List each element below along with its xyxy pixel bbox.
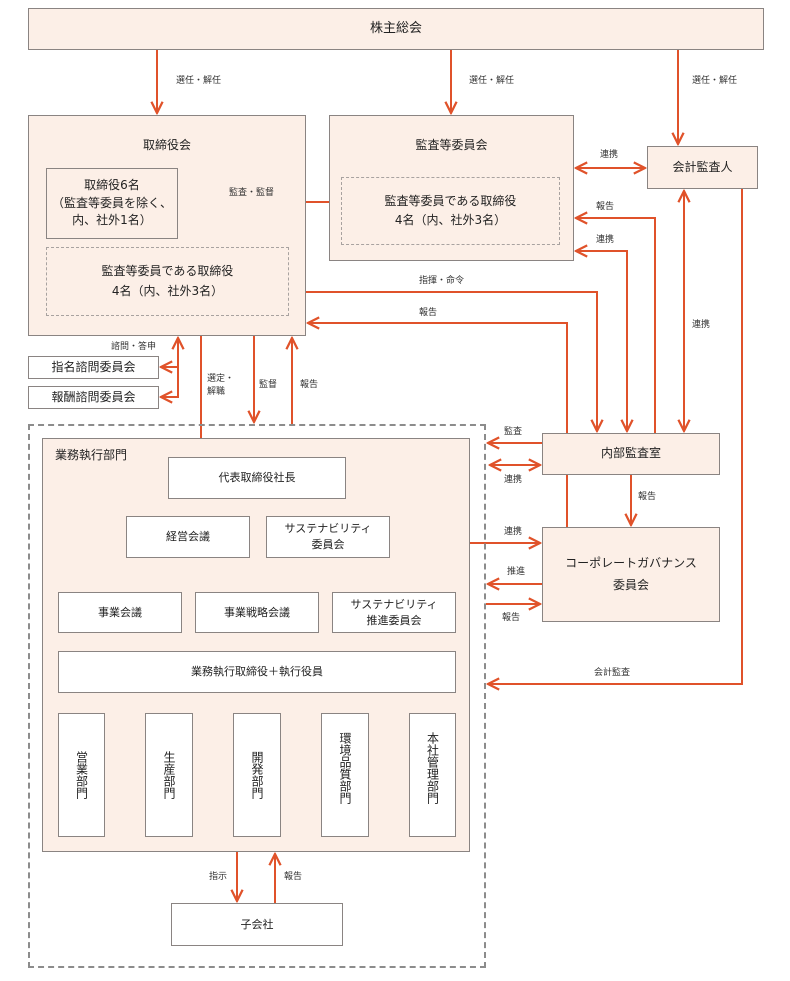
label-consult-report: 諮問・答申 xyxy=(111,342,157,352)
president-label: 代表取締役社長 xyxy=(218,471,296,485)
governance-committee-line-2: 委員会 xyxy=(612,577,649,592)
executives-box: 業務執行取締役＋執行役員 xyxy=(58,651,456,693)
audit-committee-members-line-1: 監査等委員である取締役 xyxy=(384,193,517,208)
department-label: 本社管理部門 xyxy=(425,732,440,804)
audit-committee-members-box: 監査等委員である取締役 4名（内、社外3名） xyxy=(341,177,560,245)
sustainability-promotion-line-1: サステナビリティ xyxy=(350,597,438,611)
arrow-ia-report-board xyxy=(308,323,568,433)
shareholders-meeting: 株主総会 xyxy=(28,8,764,50)
shareholders-meeting-label: 株主総会 xyxy=(369,20,422,36)
sustainability-committee-line-2: 委員会 xyxy=(311,538,345,551)
label-report-exec-board: 報告 xyxy=(300,380,319,390)
business-strategy-meeting-box: 事業戦略会議 xyxy=(195,592,319,633)
audit-committee-label: 監査等委員会 xyxy=(415,138,488,152)
label-report-sub: 報告 xyxy=(284,872,303,882)
sustainability-committee-box: サステナビリティ 委員会 xyxy=(266,516,390,558)
department-production: 生産部門 xyxy=(145,713,193,837)
sustainability-promotion-line-2: 推進委員会 xyxy=(366,613,422,627)
management-meeting-box: 経営会議 xyxy=(126,516,250,558)
department-headquarters: 本社管理部門 xyxy=(409,713,456,837)
accounting-auditor-label: 会計監査人 xyxy=(672,159,733,174)
board-audit-members-line-1: 監査等委員である取締役 xyxy=(101,264,234,279)
label-report-exec-gc: 報告 xyxy=(502,613,521,623)
arrow-consult xyxy=(161,338,178,397)
department-label: 開発部門 xyxy=(250,751,264,799)
label-report-ia-gc: 報告 xyxy=(638,492,657,502)
department-sales: 営業部門 xyxy=(58,713,105,837)
internal-audit-label: 内部監査室 xyxy=(600,446,661,461)
department-development: 開発部門 xyxy=(233,713,281,837)
sustainability-committee-line-1: サステナビリティ xyxy=(284,522,372,536)
compensation-committee: 報酬諮問委員会 xyxy=(28,386,159,409)
label-command-order: 指揮・命令 xyxy=(419,276,465,286)
label-report-ia-ac: 報告 xyxy=(596,202,615,212)
label-elect-dismiss-board: 選任・解任 xyxy=(176,76,222,86)
label-promote: 推進 xyxy=(507,567,526,577)
label-accounting-audit: 会計監査 xyxy=(594,668,631,678)
nomination-committee: 指名諮問委員会 xyxy=(28,356,159,379)
subsidiaries-label: 子会社 xyxy=(240,917,274,931)
label-supervise: 監督 xyxy=(259,380,278,390)
label-elect-dismiss-audit: 選任・解任 xyxy=(469,76,515,86)
business-strategy-meeting-label: 事業戦略会議 xyxy=(224,605,290,619)
department-quality: 環境品質部門 xyxy=(321,713,369,837)
directors-line-2: （監査等委員を除く、 xyxy=(51,195,172,210)
arrow-ac-ia-cooperate xyxy=(576,251,627,431)
governance-committee-line-1: コーポレートガバナンス xyxy=(565,555,697,570)
audit-committee: 監査等委員会 xyxy=(329,115,574,261)
business-meeting-label: 事業会議 xyxy=(98,605,142,619)
board-audit-members-box: 監査等委員である取締役 4名（内、社外3名） xyxy=(46,247,289,316)
sustainability-promotion-box: サステナビリティ 推進委員会 xyxy=(332,592,456,633)
compensation-committee-label: 報酬諮問委員会 xyxy=(51,389,136,404)
label-cooperate-auditor: 連携 xyxy=(600,150,619,160)
directors-box: 取締役6名 （監査等委員を除く、 内、社外1名） xyxy=(46,168,178,239)
board-audit-members-line-2: 4名（内、社外3名） xyxy=(111,283,224,298)
label-audit-supervise: 監査・監督 xyxy=(229,188,275,198)
internal-audit-office: 内部監査室 xyxy=(542,433,720,475)
executives-label: 業務執行取締役＋執行役員 xyxy=(191,665,323,679)
arrow-command xyxy=(306,291,597,431)
board-label: 取締役会 xyxy=(142,138,191,152)
label-cooperate-auditor-ia: 連携 xyxy=(692,320,711,330)
execution-group-boundary xyxy=(28,424,486,968)
directors-line-1: 取締役6名 xyxy=(84,178,140,193)
label-cooperate-ia-ac: 連携 xyxy=(596,235,615,245)
department-label: 営業部門 xyxy=(74,751,89,799)
label-audit-ia-exec: 監査 xyxy=(504,427,523,437)
label-appoint-dismiss-2: 解職 xyxy=(207,387,226,397)
subsidiaries-box: 子会社 xyxy=(171,903,343,946)
management-meeting-label: 経営会議 xyxy=(166,530,210,544)
label-appoint-dismiss-1: 選定・ xyxy=(207,374,235,384)
directors-line-3: 内、社外1名） xyxy=(72,213,152,228)
governance-committee: コーポレートガバナンス 委員会 xyxy=(542,527,720,622)
accounting-auditor: 会計監査人 xyxy=(647,146,758,189)
arrow-ia-report-ac xyxy=(576,218,656,433)
label-elect-dismiss-auditor: 選任・解任 xyxy=(692,76,738,86)
department-label: 生産部門 xyxy=(162,751,176,799)
department-label: 環境品質部門 xyxy=(338,732,352,804)
business-meeting-box: 事業会議 xyxy=(58,592,182,633)
audit-committee-members-line-2: 4名（内、社外3名） xyxy=(394,213,507,227)
label-cooperate-ia-exec: 連携 xyxy=(504,475,523,485)
president-box: 代表取締役社長 xyxy=(168,457,346,499)
execution-division-label: 業務執行部門 xyxy=(55,448,128,462)
label-instruct: 指示 xyxy=(209,872,228,882)
label-report-ia-board: 報告 xyxy=(419,308,438,318)
label-cooperate-gc-sus: 連携 xyxy=(504,527,523,537)
nomination-committee-label: 指名諮問委員会 xyxy=(51,359,136,374)
